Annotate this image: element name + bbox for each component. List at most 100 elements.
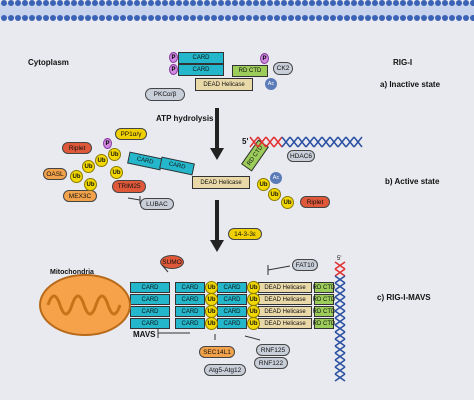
membrane-bead [358,15,364,21]
membrane-bead [106,0,112,6]
mitochondria-label: Mitochondria [50,269,94,276]
membrane-bead [386,0,392,6]
rnf122-protein: RNF122 [254,357,288,369]
mex3c-protein: MEX3C [63,190,97,202]
ub-row: Ub [205,317,218,330]
atp-hydrolysis-label: ATP hydrolysis [156,114,214,123]
membrane-bead [337,0,343,6]
membrane-bead [232,0,238,6]
dead-helicase-inactive: DEAD Helicase [195,78,253,91]
membrane-bead [358,0,364,6]
membrane-bead [463,0,469,6]
membrane-bead [169,15,175,21]
membrane-bead [337,15,343,21]
membrane-bead [330,0,336,6]
membrane-bead [71,0,77,6]
phospho-p-ctd: P [260,53,269,64]
membrane-bead [162,15,168,21]
membrane-bead [120,0,126,6]
membrane-bead [85,0,91,6]
membrane-bead [15,15,21,21]
membrane-bead [134,0,140,6]
membrane-bead [470,15,474,21]
membrane-bead [470,0,474,6]
membrane-bead [155,15,161,21]
membrane-bead [351,0,357,6]
ck2-protein: CK2 [273,62,293,75]
membrane-bead [400,0,406,6]
membrane-bead [435,15,441,21]
rig-i-label: RIG-I [393,58,413,67]
rna-top [249,136,363,148]
riplet-left-protein: Riplet [62,142,92,154]
mavs-card-domain: CARD [130,306,170,317]
membrane-bead [225,0,231,6]
membrane-bead [428,0,434,6]
membrane-bead [29,0,35,6]
membrane-bead [449,0,455,6]
card-domain-inactive-1: CARD [178,52,224,64]
rnf125-protein: RNF125 [256,344,290,356]
acetyl-ac-inactive: Ac [265,78,277,90]
membrane-bead [309,15,315,21]
mavs-card-domain: CARD [130,294,170,305]
mitochondria-organelle [39,274,131,336]
ub-5: Ub [84,178,97,191]
active-state-label: b) Active state [385,177,440,186]
membrane-bead [211,15,217,21]
membrane-bead [148,15,154,21]
membrane-bead [414,15,420,21]
membrane-bead [127,15,133,21]
phospho-p-1: P [169,52,178,63]
membrane-bead [456,15,462,21]
membrane-bead [50,15,56,21]
membrane-bead [407,0,413,6]
fat10-protein: FAT10 [292,259,318,271]
membrane-bead [274,0,280,6]
membrane-bead [281,0,287,6]
membrane-bead [50,0,56,6]
membrane-bead [120,15,126,21]
membrane-bead [92,0,98,6]
membrane-bead [246,15,252,21]
sumo-protein: SUMO [160,255,184,269]
cell-membrane [0,0,474,21]
membrane-bead [141,0,147,6]
membrane-bead [267,0,273,6]
membrane-bead [365,0,371,6]
membrane-bead [1,0,7,6]
membrane-bead [372,0,378,6]
rdctd-inactive: RD CTD [232,65,268,77]
membrane-bead [421,0,427,6]
membrane-bead [113,15,119,21]
ub-8: Ub [268,188,281,201]
ub-4: Ub [108,148,121,161]
card-domain-inactive-2: CARD [178,64,224,76]
membrane-bead [211,0,217,6]
pkc-protein: PKCα/β [145,88,185,101]
membrane-bead [29,15,35,21]
cytoplasm-label: Cytoplasm [28,58,69,67]
membrane-bead [456,0,462,6]
membrane-bead [155,0,161,6]
ub-1: Ub [70,170,83,183]
trim25-protein: TRIM25 [112,180,146,193]
membrane-bead [386,15,392,21]
five-prime-right: 5' [337,256,342,262]
membrane-bead [197,15,203,21]
phospho-p-active: P [103,138,112,149]
membrane-bead [316,0,322,6]
mavs-card-domain: CARD [130,282,170,293]
membrane-bead [99,15,105,21]
membrane-bead [372,15,378,21]
membrane-bead [253,0,259,6]
ub-3: Ub [95,154,108,167]
membrane-bead [288,0,294,6]
membrane-bead [442,0,448,6]
membrane-bead [253,15,259,21]
membrane-bead [421,15,427,21]
membrane-bead [204,0,210,6]
membrane-bead [8,15,14,21]
